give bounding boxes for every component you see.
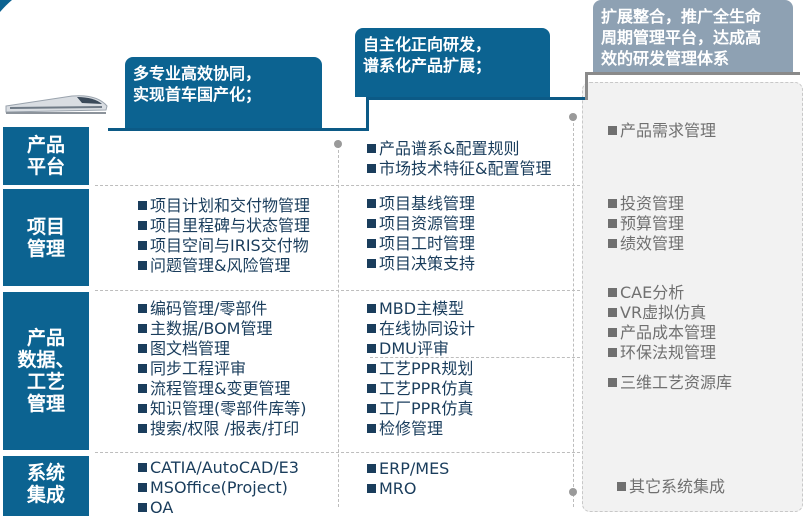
list-item: 主数据/BOM管理 (138, 319, 307, 339)
list-item: 项目基线管理 (367, 194, 475, 214)
list-item: 项目空间与IRIS交付物 (138, 236, 310, 256)
list-item: 工艺PPR仿真 (367, 379, 475, 399)
list-item: 三维工艺资源库 (608, 373, 732, 393)
separator-dot (569, 113, 577, 121)
row-separator (95, 290, 580, 291)
list-item: 问题管理&风险管理 (138, 256, 310, 276)
list-item: 产品需求管理 (608, 121, 716, 141)
row-separator (370, 357, 580, 358)
list-item: CAE分析 (608, 283, 716, 303)
list-item: 在线协同设计 (367, 319, 475, 339)
col3-integration: 其它系统集成 (617, 477, 725, 497)
column-separator (338, 140, 339, 507)
col1-integration: CATIA/AutoCAD/E3 MSOffice(Project) OA (138, 458, 299, 518)
list-item: 绩效管理 (608, 234, 684, 254)
category-project-management: 项目 管理 (3, 189, 89, 286)
col3-project: 投资管理 预算管理 绩效管理 (608, 194, 684, 254)
logo-swoosh-icon (0, 0, 12, 12)
train-icon (5, 95, 108, 114)
list-item: 工艺PPR规划 (367, 359, 475, 379)
list-item: MSOffice(Project) (138, 478, 299, 498)
list-item: 搜索/权限 /报表/打印 (138, 419, 307, 439)
list-item: 项目里程碑与状态管理 (138, 216, 310, 236)
col3-platform: 产品需求管理 (608, 121, 716, 141)
row-separator (95, 185, 580, 186)
column-separator (573, 118, 574, 507)
list-item: 产品成本管理 (608, 323, 716, 343)
list-item: CATIA/AutoCAD/E3 (138, 458, 299, 478)
list-item: 项目决策支持 (367, 254, 475, 274)
row-separator (95, 452, 580, 453)
list-item: 编码管理/零部件 (138, 299, 307, 319)
step-line-2 (366, 97, 369, 131)
step-line-4 (585, 72, 588, 100)
separator-dot (569, 488, 577, 496)
list-item: 预算管理 (608, 214, 684, 234)
list-item: 流程管理&变更管理 (138, 379, 307, 399)
step-line-3 (366, 97, 588, 100)
list-item: DMU评审 (367, 339, 475, 359)
stage2-header: 自主化正向研发， 谱系化产品扩展； (355, 28, 550, 97)
list-item: VR虚拟仿真 (608, 303, 716, 323)
list-item: MBD主模型 (367, 299, 475, 319)
list-item: MRO (367, 479, 449, 499)
list-item: 投资管理 (608, 194, 684, 214)
separator-dot (334, 140, 342, 148)
col2-data: MBD主模型 在线协同设计 DMU评审 工艺PPR规划 工艺PPR仿真 工厂PP… (367, 299, 475, 439)
list-item: 市场技术特征&配置管理 (367, 159, 551, 179)
category-system-integration: 系统 集成 (3, 456, 89, 516)
list-item: 项目计划和交付物管理 (138, 196, 310, 216)
list-item: 同步工程评审 (138, 359, 307, 379)
col2-integration: ERP/MES MRO (367, 459, 449, 499)
stage1-header: 多专业高效协同， 实现首车国产化； (125, 57, 322, 128)
list-item: 工厂PPR仿真 (367, 399, 475, 419)
col1-data: 编码管理/零部件 主数据/BOM管理 图文档管理 同步工程评审 流程管理&变更管… (138, 299, 307, 439)
stage3-panel (582, 82, 803, 512)
list-item: 项目资源管理 (367, 214, 475, 234)
col2-project: 项目基线管理 项目资源管理 项目工时管理 项目决策支持 (367, 194, 475, 274)
list-item: OA (138, 498, 299, 518)
list-item: 环保法规管理 (608, 343, 716, 363)
category-product-platform: 产品 平台 (3, 127, 89, 185)
category-data-process-management: 产品 数据、 工艺 管理 (3, 292, 89, 450)
list-item: ERP/MES (367, 459, 449, 479)
col3-data-b: 三维工艺资源库 (608, 373, 732, 393)
list-item: 知识管理(零部件库等) (138, 399, 307, 419)
list-item: 产品谱系&配置规则 (367, 139, 551, 159)
step-line-1 (108, 128, 368, 131)
col3-data-a: CAE分析 VR虚拟仿真 产品成本管理 环保法规管理 (608, 283, 716, 363)
list-item: 其它系统集成 (617, 477, 725, 497)
list-item: 项目工时管理 (367, 234, 475, 254)
col1-project: 项目计划和交付物管理 项目里程碑与状态管理 项目空间与IRIS交付物 问题管理&… (138, 196, 310, 276)
list-item: 检修管理 (367, 419, 475, 439)
stage3-header: 扩展整合，推广全生命 周期管理平台，达成高 效的研发管理体系 (593, 0, 793, 72)
list-item: 图文档管理 (138, 339, 307, 359)
step-line-5 (585, 72, 800, 75)
col2-platform: 产品谱系&配置规则 市场技术特征&配置管理 (367, 139, 551, 179)
